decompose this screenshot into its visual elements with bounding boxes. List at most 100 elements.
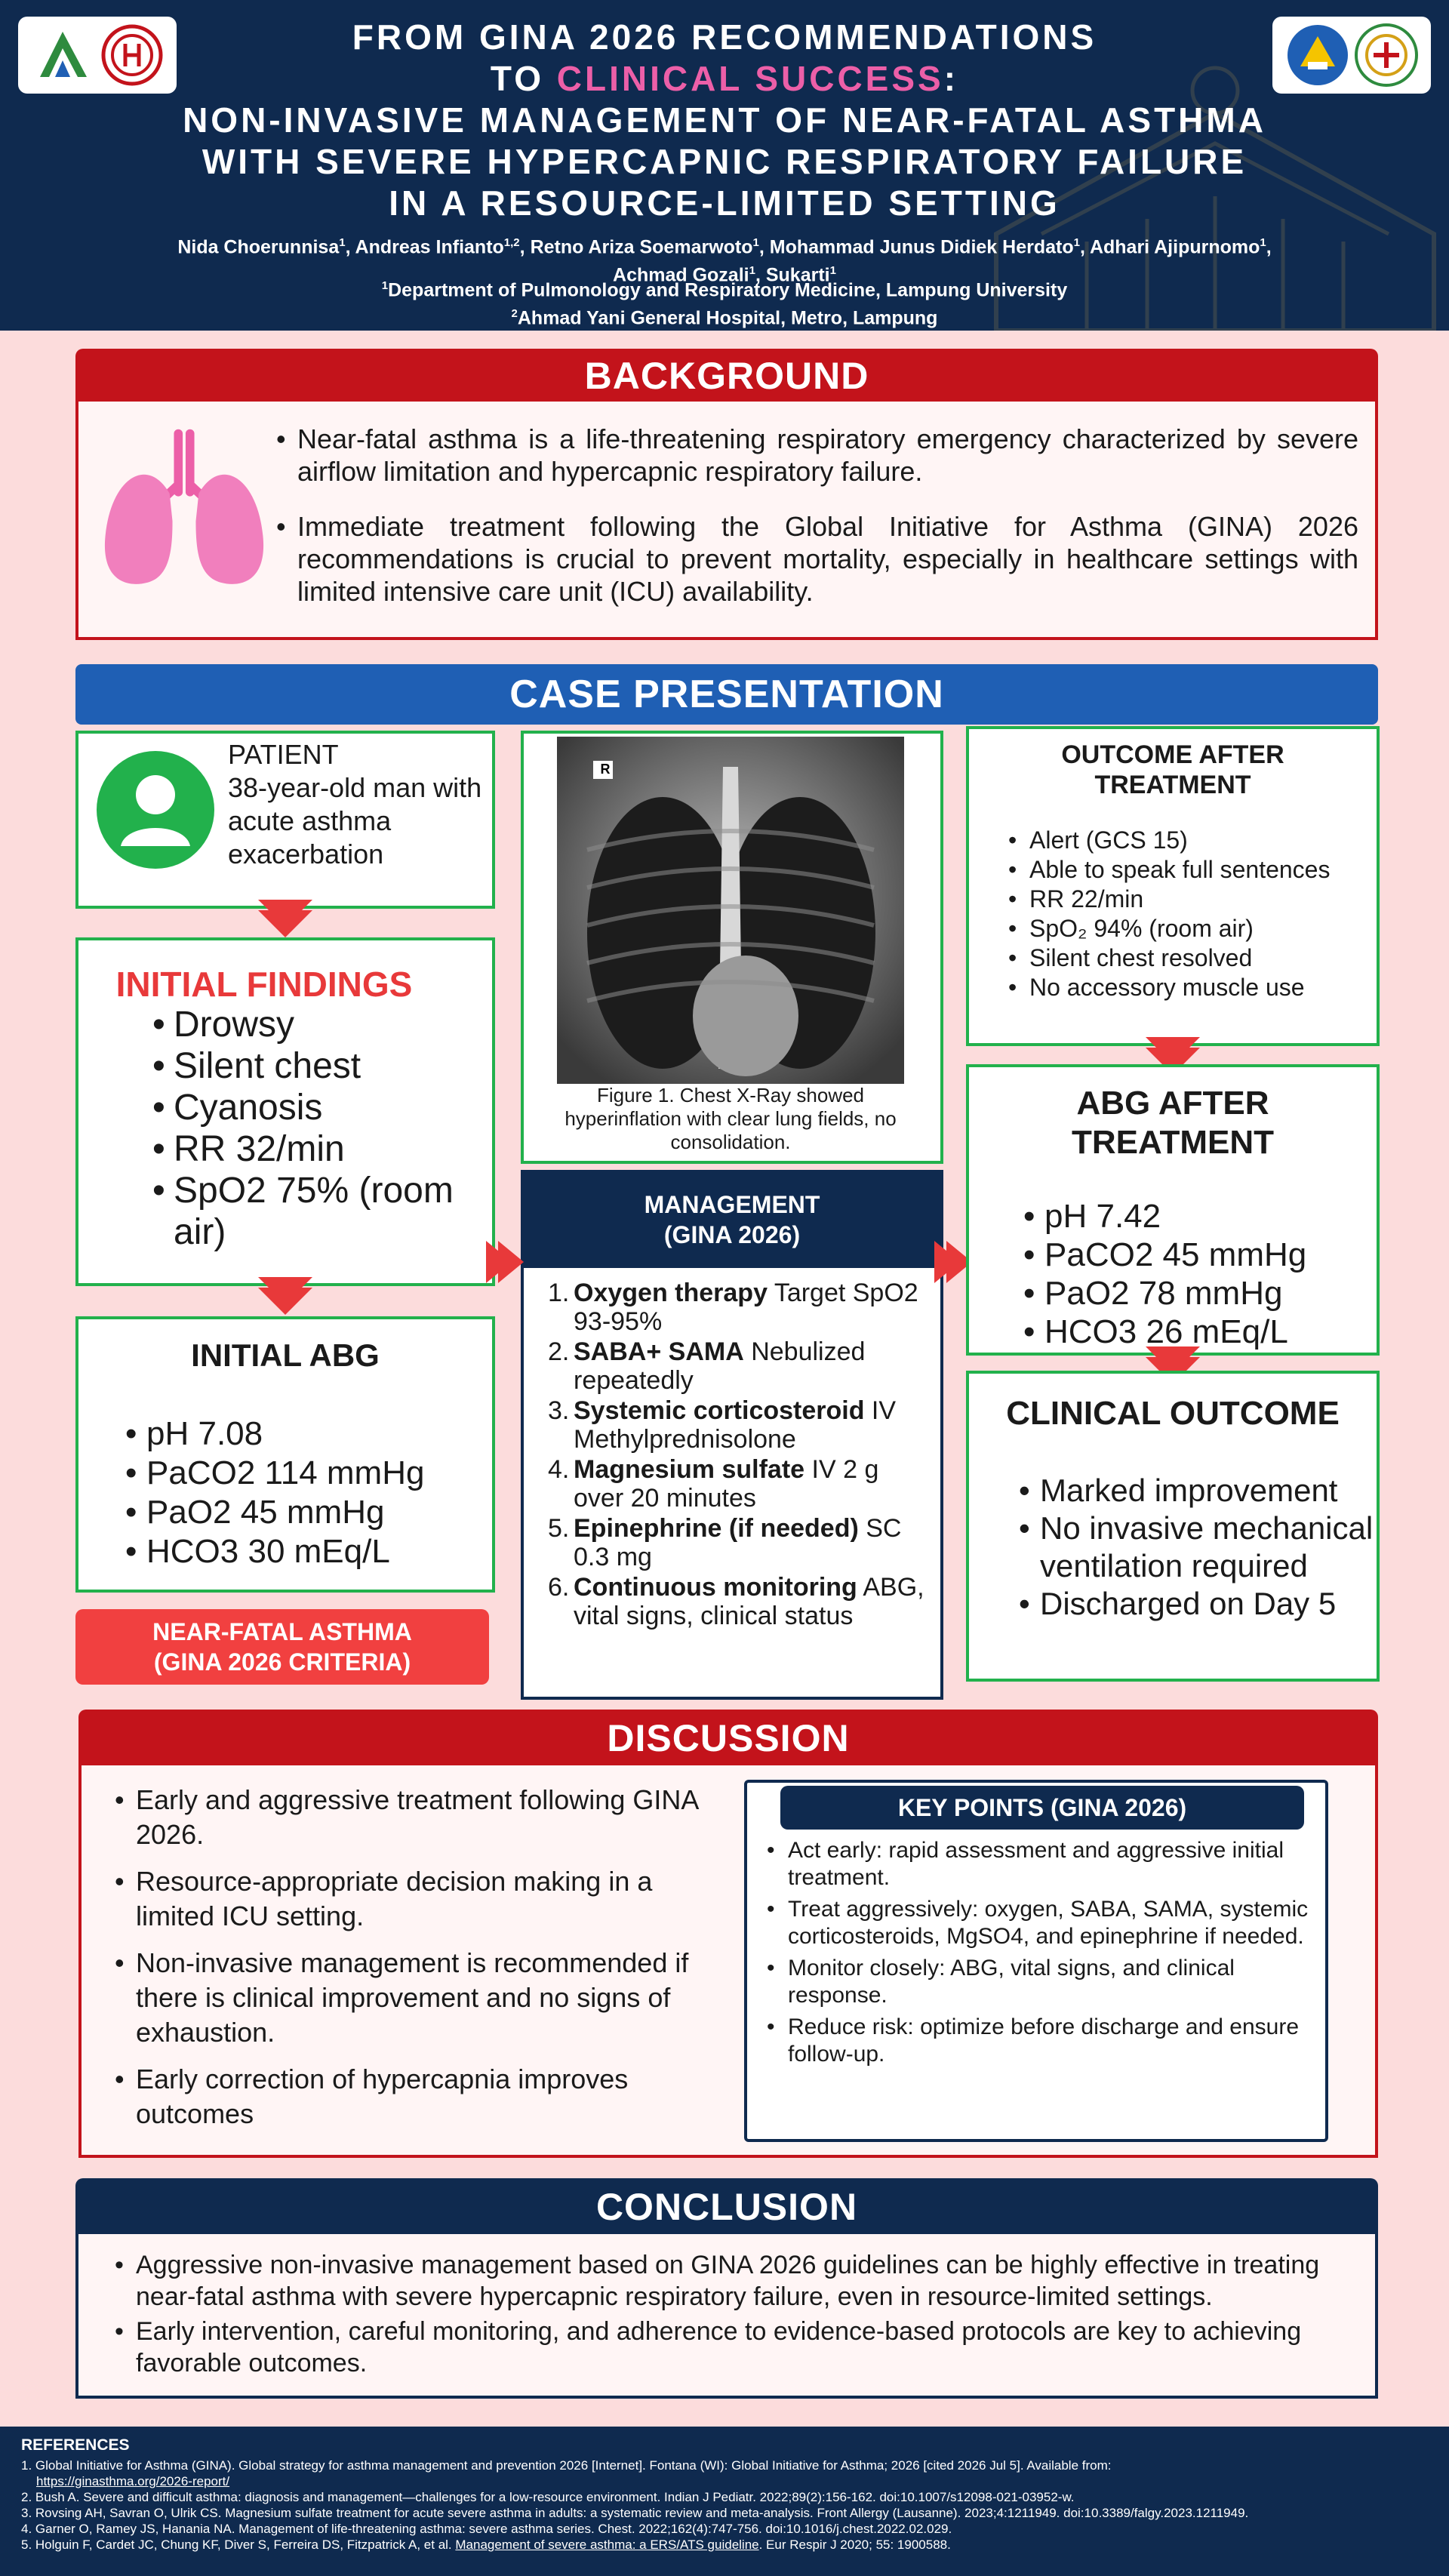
patient-avatar-icon [97,751,214,869]
xray-marker: R [600,762,611,777]
outcome-after-treatment-title: OUTCOME AFTER TREATMENT [1061,740,1284,799]
list-item: Early correction of hypercapnia improves… [110,2062,729,2131]
institution-logos-left [18,17,177,94]
list-item: Alert (GCS 15) [1004,826,1366,855]
abg-after-treatment-title: ABG AFTER TREATMENT [1071,1085,1275,1161]
patient-description: 38-year-old man with acute asthma exacer… [228,772,482,869]
author-name: Achmad Gozali [613,264,749,286]
management-title: MANAGEMENT (GINA 2026) [521,1170,943,1268]
background-bullets: Near-fatal asthma is a life-threatening … [272,423,1358,630]
discussion-bullets: Early and aggressive treatment following… [110,1783,729,2131]
lampung-university-logo-icon [1287,25,1348,85]
list-item: Able to speak full sentences [1004,855,1366,885]
list-item: Silent chest resolved [1004,943,1366,973]
title-accent: CLINICAL SUCCESS [556,59,944,98]
reference-item: 4. Garner O, Ramey JS, Hanania NA. Manag… [21,2522,952,2536]
hospital-logo-icon [1354,23,1418,87]
abg-after-treatment-list: pH 7.42 PaCO2 45 mmHg PaO2 78 mmHg HCO3 … [1019,1197,1374,1351]
clinical-outcome-list: Marked improvement No invasive mechanica… [1014,1472,1377,1623]
association-logo-icon [101,24,162,86]
initial-abg-title: INITIAL ABG [191,1337,380,1373]
title-line: IN A RESOURCE-LIMITED SETTING [389,183,1060,223]
list-item: 2.SABA+ SAMA Nebulized repeatedly [548,1337,866,1395]
outcome-after-treatment-list: Alert (GCS 15) Able to speak full senten… [1004,826,1366,1002]
list-item: HCO3 30 mEq/L [121,1532,491,1571]
list-item: PaO2 78 mmHg [1019,1274,1374,1313]
list-item: SpO₂ 94% (room air) [1004,914,1366,943]
reference-item: 2. Bush A. Severe and difficult asthma: … [21,2490,1075,2504]
list-item: Aggressive non-invasive management based… [110,2249,1355,2313]
reference-item: 5. Holguin F, Cardet JC, Chung KF, Diver… [21,2538,951,2552]
references-title: REFERENCES [21,2436,130,2454]
flow-arrow-down-icon [258,1288,312,1315]
list-item: PaCO2 114 mmHg [121,1454,491,1493]
list-item: Immediate treatment following the Global… [272,510,1358,608]
list-item: Non-invasive management is recommended i… [110,1946,729,2050]
affiliation: Department of Pulmonology and Respirator… [388,279,1068,301]
affiliations: 1Department of Pulmonology and Respirato… [381,279,1068,329]
institution-logos-right [1272,17,1431,94]
list-item: Act early: rapid assessment and aggressi… [762,1837,1313,1891]
reference-link[interactable]: https://ginasthma.org/2026-report/ [36,2474,230,2488]
author-name: Mohammad Junus Didiek Herdato [769,236,1074,258]
list-item: Treat aggressively: oxygen, SABA, SAMA, … [762,1896,1313,1950]
list-item: 3.Systemic corticosteroid IV Methylpredn… [548,1396,897,1454]
list-item: Near-fatal asthma is a life-threatening … [272,423,1358,488]
section-heading-conclusion: CONCLUSION [75,2178,1378,2236]
initial-abg-list: pH 7.08 PaCO2 114 mmHg PaO2 45 mmHg HCO3… [121,1414,491,1571]
list-item: 1.Oxygen therapy Target SpO2 93-95% [548,1279,918,1336]
author-name: Sukarti [765,264,830,286]
reference-item: 3. Rovsing AH, Savran O, Ulrik CS. Magne… [21,2506,1249,2520]
reference-item: 1. Global Initiative for Asthma (GINA). … [21,2458,1112,2488]
section-heading-discussion: DISCUSSION [78,1710,1378,1767]
chest-xray-image [557,737,904,1084]
affiliation: Ahmad Yani General Hospital, Metro, Lamp… [517,307,938,329]
key-points-list: Act early: rapid assessment and aggressi… [762,1837,1313,2068]
list-item: SpO2 75% (room air) [148,1170,480,1253]
author-name: Nida Choerunnisa [177,236,340,258]
clinical-outcome-title: CLINICAL OUTCOME [1006,1395,1340,1432]
list-item: RR 22/min [1004,885,1366,914]
traditional-house-ornament-icon [994,66,1436,331]
author-name: Andreas Infianto [355,236,504,258]
list-item: PaO2 45 mmHg [121,1493,491,1532]
xray-caption: Figure 1. Chest X-Ray showed hyperinflat… [565,1084,897,1153]
management-steps: 1.Oxygen therapy Target SpO2 93-95% 2.SA… [548,1279,925,1632]
flow-arrow-down-icon [258,910,312,937]
list-item: Early and aggressive treatment following… [110,1783,729,1852]
section-heading-background: BACKGROUND [75,349,1378,403]
title-line: WITH SEVERE HYPERCAPNIC RESPIRATORY FAIL… [202,142,1247,181]
list-item: No accessory muscle use [1004,973,1366,1002]
reference-link[interactable]: Management of severe asthma: a ERS/ATS g… [455,2538,759,2552]
title-line: FROM GINA 2026 RECOMMENDATIONS [352,17,1097,57]
list-item: Drowsy [148,1004,480,1045]
flow-arrow-right-icon [498,1241,524,1283]
list-item: RR 32/min [148,1128,480,1170]
list-item: Cyanosis [148,1087,480,1128]
author-name: Retno Ariza Soemarwoto [530,236,753,258]
list-item: No invasive mechanical ventilation requi… [1014,1510,1377,1585]
key-points-title: KEY POINTS (GINA 2026) [780,1786,1304,1830]
list-item: Early intervention, careful monitoring, … [110,2316,1355,2379]
patient-label: PATIENT [228,739,339,770]
list-item: 6.Continuous monitoring ABG, vital signs… [548,1573,924,1630]
near-fatal-asthma-badge: NEAR-FATAL ASTHMA (GINA 2026 CRITERIA) [75,1609,489,1685]
list-item: Marked improvement [1014,1472,1377,1510]
list-item: Discharged on Day 5 [1014,1585,1377,1623]
list-item: Silent chest [148,1045,480,1087]
list-item: 4.Magnesium sulfate IV 2 g over 20 minut… [548,1455,879,1513]
poster-header: FROM GINA 2026 RECOMMENDATIONS TO CLINIC… [0,0,1449,331]
list-item: Monitor closely: ABG, vital signs, and c… [762,1955,1313,2009]
list-item: pH 7.08 [121,1414,491,1454]
initial-findings-title: INITIAL FINDINGS [115,965,413,1004]
list-item: Reduce risk: optimize before discharge a… [762,2014,1313,2068]
list-item: HCO3 26 mEq/L [1019,1313,1374,1351]
lungs-icon [104,429,264,584]
author-name: Adhari Ajipurnomo [1089,236,1260,258]
section-heading-case-presentation: CASE PRESENTATION [75,664,1378,725]
conclusion-bullets: Aggressive non-invasive management based… [110,2249,1355,2379]
references-section: REFERENCES 1. Global Initiative for Asth… [0,2427,1449,2576]
title-line: NON-INVASIVE MANAGEMENT OF NEAR-FATAL AS… [183,100,1266,140]
initial-findings-list: Drowsy Silent chest Cyanosis RR 32/min S… [148,1004,480,1253]
list-item: 5.Epinephrine (if needed) SC 0.3 mg [548,1514,902,1571]
